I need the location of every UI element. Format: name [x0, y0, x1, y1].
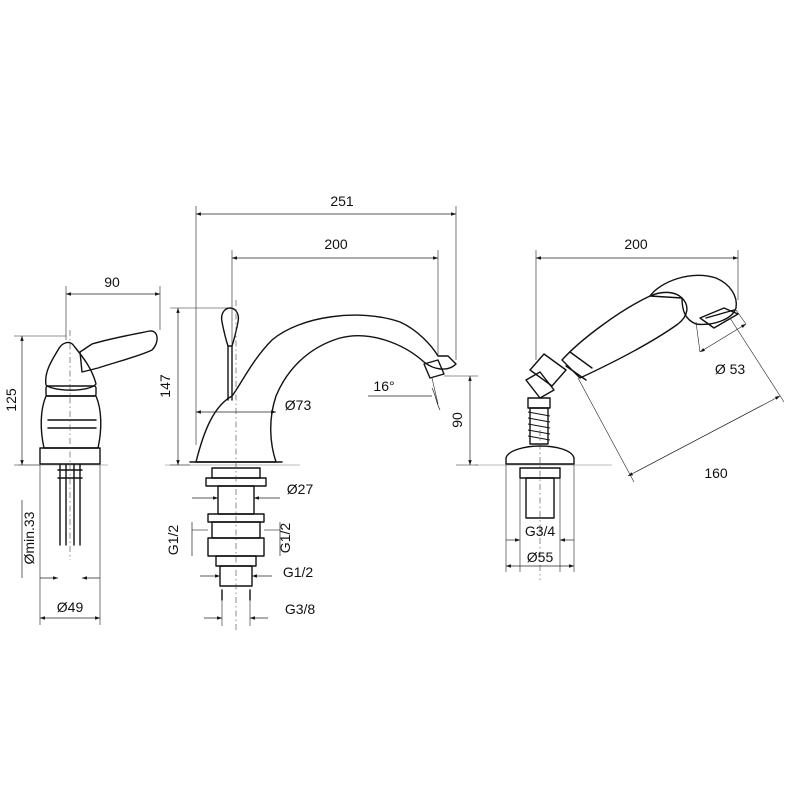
label-thread-bottom: G3/8 — [285, 601, 316, 617]
hand-shower — [505, 274, 739, 580]
spout — [189, 300, 457, 630]
label-mixer-base: Ø49 — [57, 599, 84, 615]
label-spout-height: 147 — [157, 374, 173, 398]
label-spout-total-width: 251 — [330, 193, 354, 209]
label-outlet-angle: 16° — [373, 378, 394, 394]
label-shower-length: 160 — [704, 465, 728, 481]
label-shower-reach: 200 — [624, 236, 648, 252]
label-outlet-height: 90 — [449, 412, 465, 428]
label-shank-dia: Ø27 — [287, 481, 314, 497]
label-shower-base: Ø55 — [527, 549, 554, 565]
label-thread-right: G1/2 — [277, 523, 293, 554]
label-spout-base: Ø73 — [285, 397, 312, 413]
mixer-dimensions — [14, 286, 161, 625]
label-shower-head-dia: Ø 53 — [715, 361, 746, 377]
mixer-valve — [39, 330, 158, 560]
dimension-labels: 90 125 Ømin.33 Ø49 251 200 147 Ø73 16° 9… — [3, 193, 745, 617]
label-spout-reach: 200 — [324, 236, 348, 252]
label-thread-left: G1/2 — [165, 525, 181, 556]
label-hole-min: Ømin.33 — [21, 511, 37, 564]
shower-dimensions — [505, 250, 785, 572]
label-mixer-height: 125 — [3, 388, 19, 412]
label-thread-lower: G1/2 — [283, 564, 314, 580]
spout-dimensions — [170, 206, 478, 626]
label-mixer-width: 90 — [104, 274, 120, 290]
label-shower-thread: G3/4 — [525, 523, 556, 539]
